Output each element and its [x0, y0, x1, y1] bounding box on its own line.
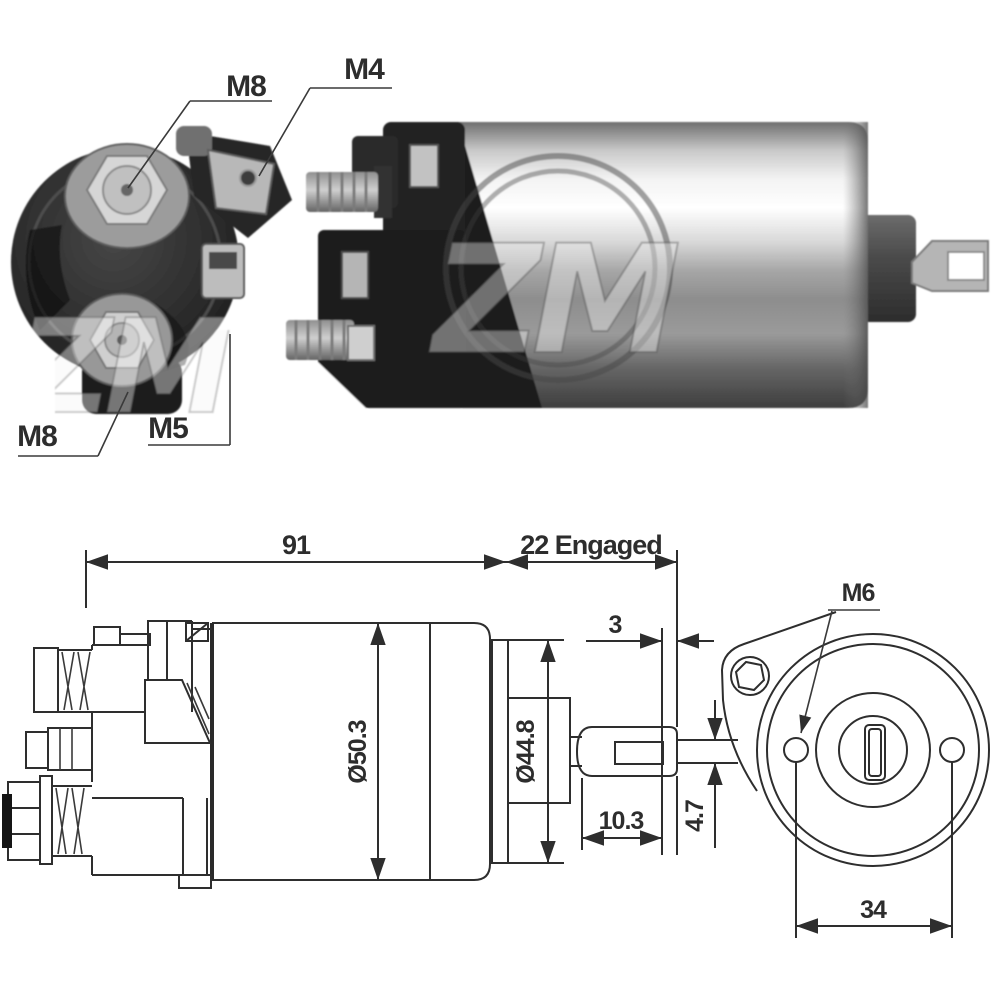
- dim-engaged: 22 Engaged: [520, 530, 662, 560]
- dim-overall-length: 91: [282, 530, 311, 560]
- cap-section: [2, 620, 212, 889]
- label-m5: M5: [148, 412, 188, 445]
- rear-ear: [720, 611, 837, 792]
- rear-view-drawing: M6 34: [720, 579, 990, 938]
- side-cylinder: [455, 122, 868, 408]
- rear-m6-hole-left: [783, 737, 809, 763]
- plunger-head: [575, 726, 678, 777]
- plunger-slot: [614, 741, 664, 765]
- front-m8-top-bolt: [64, 143, 190, 249]
- side-view-photo: ZM: [286, 122, 989, 410]
- front-m8-bottom-bolt: [71, 293, 173, 387]
- label-m4: M4: [344, 53, 385, 86]
- side-cap-assembly: [286, 122, 542, 410]
- dim-plunger-length: 10.3: [599, 807, 644, 835]
- dim-body-diameter: Ø50.3: [344, 720, 372, 783]
- side-view-drawing: 91 22 Engaged Ø50.3 Ø44.8 3 10.3: [2, 530, 738, 889]
- body-outline: [212, 622, 491, 881]
- front-view-callouts: M8 M4 M8 M5: [17, 53, 392, 457]
- label-m8-top: M8: [226, 70, 266, 103]
- front-m5-terminal: [201, 243, 245, 299]
- m4-terminal-hole: [239, 169, 257, 187]
- dim-hole-spacing: 34: [860, 896, 887, 924]
- dim-rod-diameter: 4.7: [681, 800, 709, 832]
- rear-shaft-slot: [864, 724, 886, 781]
- dim-flange-diameter: Ø44.8: [512, 719, 540, 783]
- side-watermark: ZM: [428, 153, 690, 389]
- front-view-photo: ZM: [11, 126, 292, 418]
- side-clevis-hole: [947, 251, 985, 281]
- rear-outer-circle: [756, 633, 990, 867]
- watermark-text-side: ZM: [429, 214, 679, 388]
- rear-hex-hole: [734, 660, 766, 692]
- rear-m6-hole-right: [939, 737, 965, 763]
- label-m6: M6: [842, 579, 875, 607]
- dim-gap: 3: [609, 611, 622, 639]
- flange: [491, 639, 509, 864]
- label-m8-bottom: M8: [17, 420, 57, 453]
- bearing-boss: [507, 697, 571, 804]
- plunger-rod: [677, 739, 738, 764]
